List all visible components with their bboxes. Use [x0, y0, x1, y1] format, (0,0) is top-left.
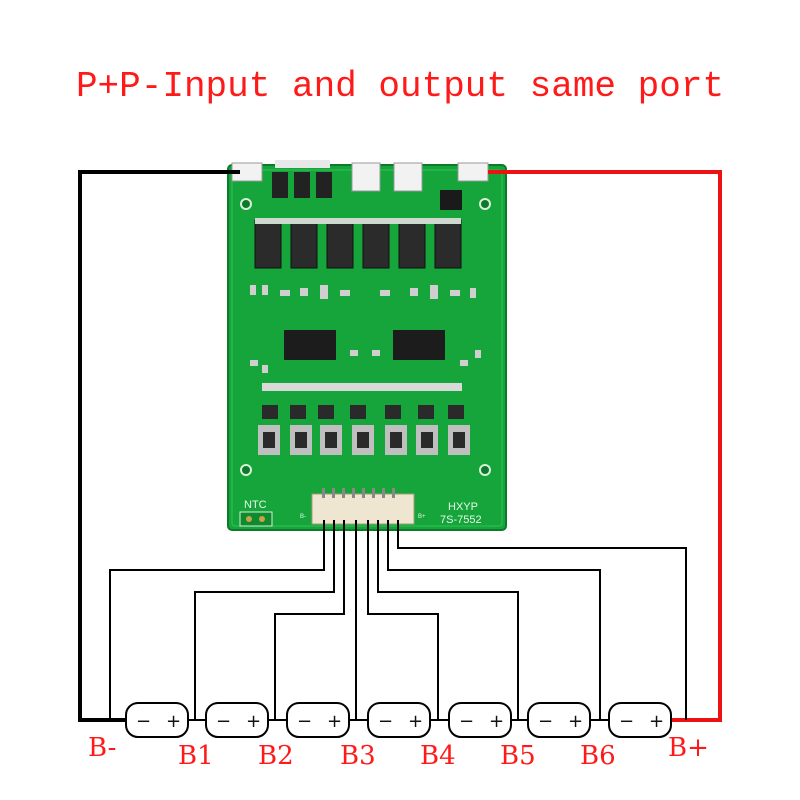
cell-positive-sign: +: [408, 711, 423, 732]
silk-b-minus: B-: [300, 514, 306, 520]
battery-cell-7: −+: [608, 702, 672, 738]
label-b2: B2: [258, 741, 294, 771]
silk-ntc: NTC: [244, 499, 267, 511]
wires: [78, 170, 722, 722]
label-b3: B3: [340, 741, 376, 771]
lead-b-plus: [397, 520, 687, 720]
connector-p-plus: [457, 162, 489, 182]
cell-negative-sign: −: [378, 711, 393, 732]
battery-cell-6: −+: [527, 702, 591, 738]
bms-board: NTC HXYP 7S-7552 B+ B-: [227, 160, 507, 531]
cell-positive-sign: +: [489, 711, 504, 732]
cell-body: [608, 702, 672, 738]
balance-connector: [311, 493, 415, 525]
ntc-pads: [239, 511, 273, 527]
balance-connector-pins: [322, 488, 395, 498]
page-title: P+P-Input and output same port: [75, 66, 725, 107]
cell-body: [205, 702, 269, 738]
lead-b4: [367, 520, 439, 720]
ic-chip-left: [284, 330, 336, 360]
cell-positive-sign: +: [568, 711, 583, 732]
label-b6: B6: [580, 741, 616, 771]
battery-cell-2: −+: [205, 702, 269, 738]
ic-chip-right: [393, 330, 445, 360]
cell-body: [125, 702, 189, 738]
battery-cell-4: −+: [367, 702, 431, 738]
terminal-labels: B- B1 B2 B3 B4 B5 B6 B+: [88, 733, 709, 771]
cell-negative-sign: −: [538, 711, 553, 732]
lead-b-minus: [109, 520, 325, 720]
lead-b5: [377, 520, 519, 720]
cell-positive-sign: +: [166, 711, 181, 732]
mosfet-row: [254, 218, 462, 269]
cell-negative-sign: −: [136, 711, 151, 732]
lead-b2: [274, 520, 345, 720]
passive-components: [250, 285, 481, 373]
cell-positive-sign: +: [246, 711, 261, 732]
top-right-chip: [440, 190, 462, 210]
label-b-minus: B-: [88, 733, 116, 763]
wire-p-plus: [488, 170, 722, 722]
battery-cell-1: −+: [125, 702, 189, 738]
resistor-row: [262, 383, 462, 391]
cell-body: [448, 702, 512, 738]
cell-positive-sign: +: [327, 711, 342, 732]
cell-negative-sign: −: [297, 711, 312, 732]
lead-b1: [194, 520, 335, 720]
battery-cell-3: −+: [286, 702, 350, 738]
cell-body: [367, 702, 431, 738]
label-b-plus: B+: [668, 733, 709, 763]
cell-negative-sign: −: [216, 711, 231, 732]
silk-b-plus: B+: [418, 514, 426, 520]
connector-top-2: [351, 162, 381, 192]
lead-b6: [387, 520, 601, 720]
label-b5: B5: [500, 741, 536, 771]
cell-positive-sign: +: [649, 711, 664, 732]
silk-model-1: HXYP: [448, 501, 478, 513]
cell-body: [286, 702, 350, 738]
cell-negative-sign: −: [459, 711, 474, 732]
connector-top-3: [393, 162, 423, 192]
cell-negative-sign: −: [619, 711, 634, 732]
battery-cell-5: −+: [448, 702, 512, 738]
cell-body: [527, 702, 591, 738]
battery-cells: −+−+−+−+−+−+−+: [125, 702, 672, 738]
silk-model-2: 7S-7552: [440, 514, 482, 526]
label-b4: B4: [420, 741, 456, 771]
balance-components: [258, 405, 470, 455]
wire-p-minus: [78, 170, 240, 722]
label-b1: B1: [178, 741, 214, 771]
top-diodes: [272, 160, 332, 198]
mounting-holes: [240, 198, 491, 476]
